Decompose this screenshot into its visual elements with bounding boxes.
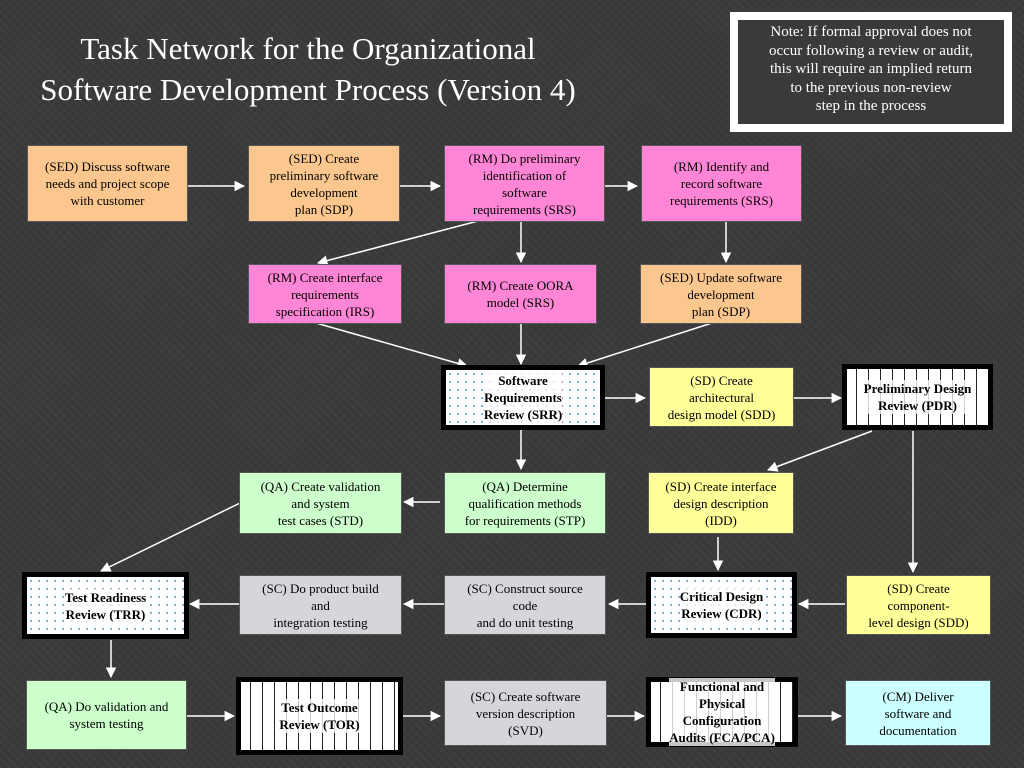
approval-note-text: Note: If formal approval does not occur … [738,20,1004,124]
approval-note-box: Note: If formal approval does not occur … [730,12,1012,132]
node-cm-deliver-software: (CM) Deliver software and documentation [845,680,991,746]
node-sc-create-svd: (SC) Create software version description… [444,680,607,746]
node-label: (CM) Deliver software and documentation [879,688,957,738]
node-rm-create-oora: (RM) Create OORA model (SRS) [444,264,597,324]
node-rm-identify-srs: (RM) Identify and record software requir… [641,145,802,222]
node-srr-review: Software Requirements Review (SRR) [441,365,605,430]
node-trr-review: Test Readiness Review (TRR) [22,572,189,639]
node-sed-create-sdp: (SED) Create preliminary software develo… [248,145,400,222]
node-cdr-review: Critical Design Review (CDR) [646,572,797,638]
node-label: (QA) Determine qualification methods for… [464,478,586,528]
node-label: (SD) Create interface design description… [665,478,777,528]
node-label: Preliminary Design Review (PDR) [863,380,972,414]
diagram-title: Task Network for the Organizational Soft… [40,31,576,107]
node-sc-build-integration: (SC) Do product build and integration te… [239,575,402,635]
node-label: Test Readiness Review (TRR) [64,588,147,623]
node-label: (SED) Update software development plan (… [659,269,782,319]
node-label: (QA) Do validation and system testing [44,699,169,731]
node-sd-component-design: (SD) Create component- level design (SDD… [846,575,991,635]
node-label: (RM) Create interface requirements speci… [267,269,383,319]
node-qa-determine-stp: (QA) Determine qualification methods for… [444,472,606,534]
node-label: (SC) Construct source code and do unit t… [467,580,583,630]
node-label: (SC) Create software version description… [470,688,581,738]
node-rm-create-irs: (RM) Create interface requirements speci… [248,264,402,324]
node-pdr-review: Preliminary Design Review (PDR) [842,364,993,430]
arrow-pdr-to-idd [767,430,873,472]
node-label: Software Requirements Review (SRR) [483,372,563,423]
node-qa-validation-testing: (QA) Do validation and system testing [26,680,187,750]
node-sed-discuss-needs: (SED) Discuss software needs and project… [27,145,188,222]
node-label: (RM) Create OORA model (SRS) [467,278,574,310]
node-label: (RM) Identify and record software requir… [670,159,773,208]
node-label: (SD) Create component- level design (SDD… [868,580,969,630]
arrow-irs-to-srr [315,322,469,369]
node-sd-create-idd: (SD) Create interface design description… [648,472,794,534]
node-label: Test Outcome Review (TOR) [279,699,360,733]
node-qa-create-std: (QA) Create validation and system test c… [239,472,402,534]
node-label: (SED) Create preliminary software develo… [269,150,379,217]
arrow-prelim-srs-to-irs [316,220,479,266]
node-label: Functional and Physical Configuration Au… [669,678,775,746]
node-sd-architectural-model: (SD) Create architectural design model (… [649,367,794,427]
node-sed-update-sdp: (SED) Update software development plan (… [640,264,802,324]
node-label: (SED) Discuss software needs and project… [45,159,170,208]
node-fca-pca-audits: Functional and Physical Configuration Au… [646,677,798,747]
node-label: (RM) Do preliminary identification of so… [468,150,581,217]
node-tor-review: Test Outcome Review (TOR) [236,677,403,755]
node-sc-construct-code: (SC) Construct source code and do unit t… [444,575,606,635]
node-rm-prelim-srs: (RM) Do preliminary identification of so… [444,145,605,222]
node-label: (SD) Create architectural design model (… [667,372,776,422]
node-label: (QA) Create validation and system test c… [260,478,381,528]
node-label: (SC) Do product build and integration te… [262,580,379,630]
arrow-update-sdp-to-srr [577,322,713,369]
arrow-std-to-trr [100,502,241,572]
node-label: Critical Design Review (CDR) [679,588,764,622]
